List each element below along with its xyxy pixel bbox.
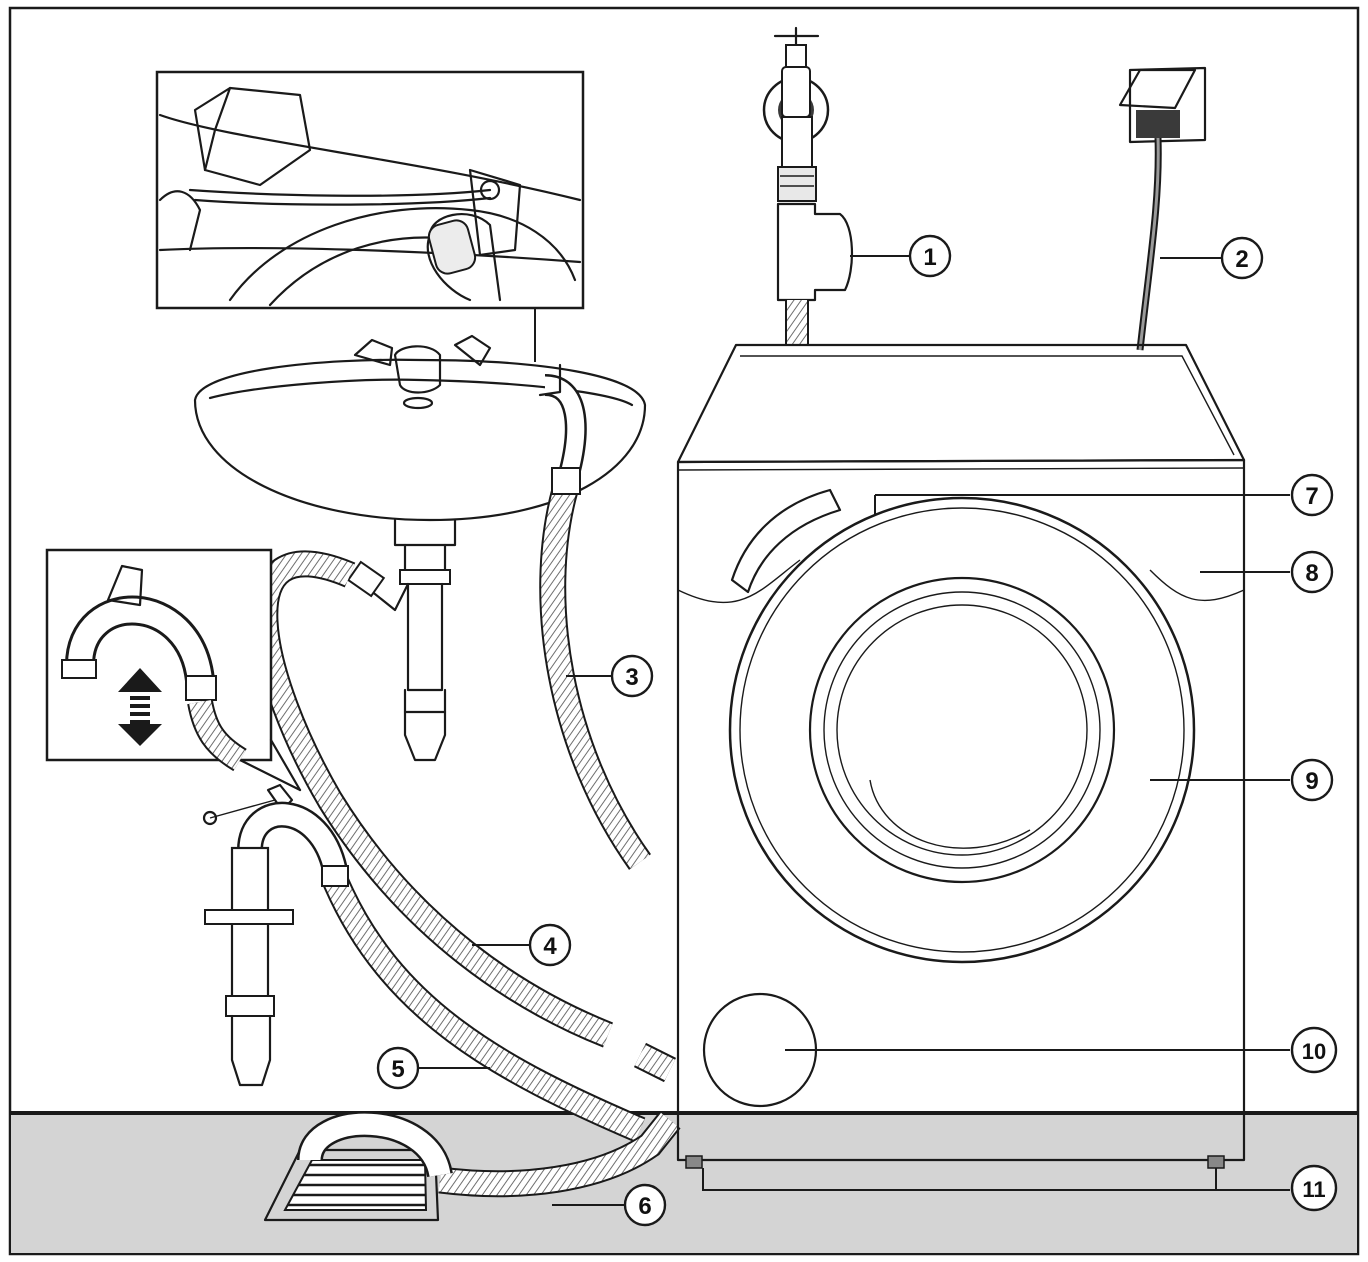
hose-3-drain-over-sink — [538, 363, 651, 870]
callout-label-10: 10 — [1302, 1039, 1326, 1064]
callout-1: 1 — [908, 234, 952, 278]
callout-10: 10 — [1290, 1026, 1338, 1074]
washing-machine-icon — [676, 343, 1246, 1169]
washbasin-detail-inset — [155, 70, 585, 362]
washbasin-icon — [193, 334, 647, 762]
floor-drain-icon — [263, 1111, 453, 1222]
callout-7: 7 — [1290, 473, 1334, 517]
callout-3: 3 — [610, 654, 654, 698]
callout-label-9: 9 — [1305, 768, 1318, 795]
callout-label-1: 1 — [923, 244, 936, 271]
callout-label-11: 11 — [1302, 1177, 1325, 1202]
hose-5-drain — [322, 874, 681, 1198]
water-tap-icon — [762, 26, 853, 346]
wall-socket-icon — [1118, 66, 1207, 351]
callout-label-6: 6 — [638, 1193, 651, 1220]
callout-label-5: 5 — [391, 1056, 404, 1083]
callout-label-3: 3 — [625, 664, 638, 691]
callout-8: 8 — [1290, 550, 1334, 594]
callout-4: 4 — [528, 923, 572, 967]
callout-label-4: 4 — [543, 933, 557, 960]
drain-pipe-icon — [202, 783, 349, 1087]
hose-adjust-inset — [45, 548, 302, 792]
hose-4-inlet — [251, 550, 677, 1083]
callout-label-2: 2 — [1235, 246, 1248, 273]
callout-9: 9 — [1290, 758, 1334, 802]
callout-5: 5 — [376, 1046, 420, 1090]
callout-label-7: 7 — [1305, 483, 1318, 510]
callout-leaders — [418, 255, 1290, 1206]
callout-11: 11 — [1290, 1164, 1338, 1212]
callout-2: 2 — [1220, 236, 1264, 280]
callout-label-8: 8 — [1305, 560, 1318, 587]
callout-6: 6 — [623, 1183, 667, 1227]
up-down-arrow-icon — [118, 668, 162, 746]
